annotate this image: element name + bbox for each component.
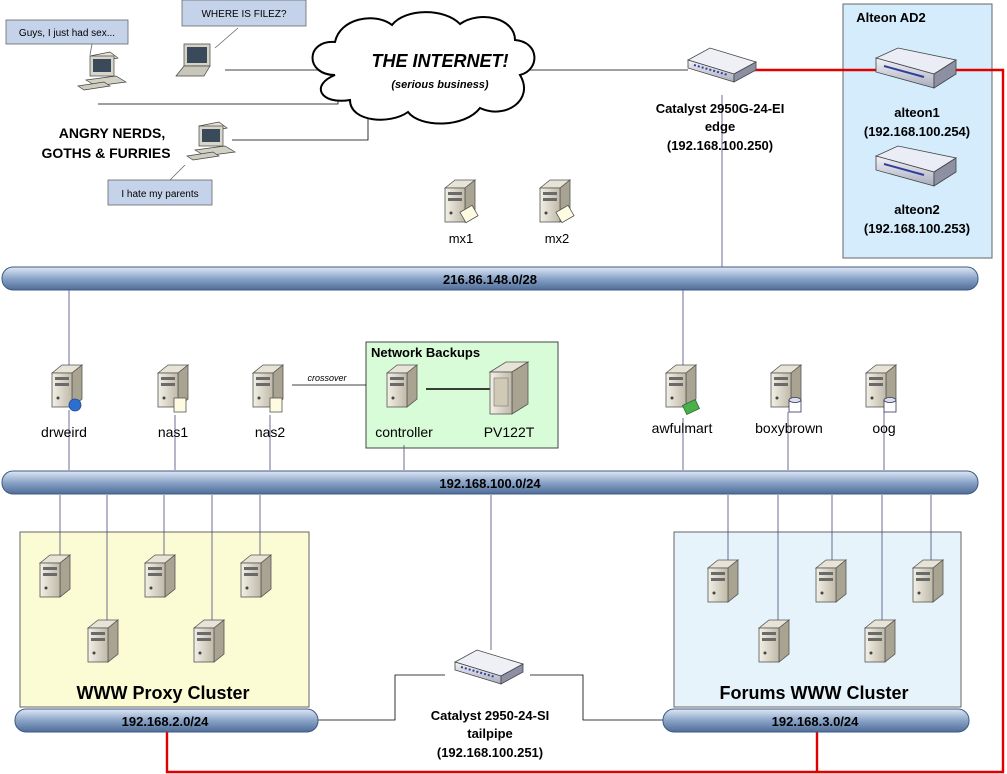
tail-switch-name: Catalyst 2950-24-SI (431, 708, 550, 723)
tail-switch-role: tailpipe (467, 726, 513, 741)
money-icon (682, 398, 700, 416)
proxy-server-icon (240, 554, 272, 598)
controller-server-icon (386, 364, 418, 408)
mx2-label: mx2 (545, 231, 570, 246)
alteon-group-title: Alteon AD2 (856, 10, 926, 25)
bus-public-label: 216.86.148.0/28 (443, 272, 537, 287)
controller-label: controller (375, 424, 433, 440)
svg-text:Guys, I just had sex...: Guys, I just had sex... (19, 28, 115, 39)
awfulmart-label: awfulmart (652, 420, 713, 436)
bus-private: 192.168.100.0/24 (1, 470, 979, 495)
alteon-group-box (842, 3, 993, 259)
speech-bubble-2: WHERE IS FILEZ? (181, 0, 307, 49)
users-caption-2: GOTHS & FURRIES (41, 145, 170, 161)
desktop-icon (77, 51, 127, 91)
tail-links (292, 384, 663, 721)
awfulmart-server-icon (665, 364, 697, 408)
laptop-icon (175, 43, 211, 77)
forums-server-icon (758, 619, 790, 663)
forums-server-icon (815, 559, 847, 603)
nas1-label: nas1 (158, 424, 189, 440)
edge-switch-role: edge (705, 119, 735, 134)
forums-cluster-title: Forums WWW Cluster (720, 683, 909, 703)
mail-icon (459, 204, 479, 224)
share-icon (269, 397, 283, 413)
bus-public: 216.86.148.0/28 (1, 266, 979, 291)
tape-library-icon (488, 361, 530, 415)
alteon1-ip: (192.168.100.254) (864, 124, 970, 139)
database-icon (788, 397, 802, 413)
internet-title: THE INTERNET! (372, 51, 509, 71)
mail-icon (555, 204, 575, 224)
alteon1-name: alteon1 (894, 105, 940, 120)
proxy-server-icon (193, 619, 225, 663)
bus-private-label: 192.168.100.0/24 (439, 476, 541, 491)
boxybrown-label: boxybrown (755, 420, 823, 436)
speech-bubble-3: I hate my parents (107, 164, 213, 206)
crossover-label: crossover (307, 373, 347, 383)
proxy-server-icon (144, 554, 176, 598)
mx1-label: mx1 (449, 231, 474, 246)
edge-switch-icon (687, 47, 757, 83)
proxy-server-icon (39, 554, 71, 598)
oog-label: oog (872, 420, 895, 436)
pv122t-label: PV122T (484, 424, 535, 440)
bus-proxy: 192.168.2.0/24 (14, 708, 319, 733)
internet-cloud: THE INTERNET! (serious business) (311, 11, 536, 125)
speech-bubble-1: Guys, I just had sex... (5, 19, 129, 56)
forums-server-icon (864, 619, 896, 663)
alteon2-name: alteon2 (894, 202, 940, 217)
share-icon (173, 397, 187, 413)
tail-switch-icon (454, 649, 524, 685)
forums-server-icon (707, 559, 739, 603)
svg-text:WHERE IS FILEZ?: WHERE IS FILEZ? (201, 9, 286, 20)
database-icon (883, 397, 897, 413)
bus-forums-label: 192.168.3.0/24 (772, 714, 860, 729)
proxy-server-icon (87, 619, 119, 663)
tail-switch-ip: (192.168.100.251) (437, 745, 543, 760)
proxy-cluster-title: WWW Proxy Cluster (76, 683, 249, 703)
alteon2-ip: (192.168.100.253) (864, 221, 970, 236)
forums-server-icon (912, 559, 944, 603)
drweird-label: drweird (41, 424, 87, 440)
backups-title: Network Backups (371, 345, 480, 360)
nas2-label: nas2 (255, 424, 286, 440)
svg-text:I hate my parents: I hate my parents (121, 189, 198, 200)
desktop-icon (186, 121, 236, 161)
forums-cluster-box (673, 531, 962, 708)
bus-forums: 192.168.3.0/24 (662, 708, 970, 733)
bus-drops (59, 95, 932, 650)
edge-switch-ip: (192.168.100.250) (667, 138, 773, 153)
globe-icon (68, 398, 82, 412)
users-caption-1: ANGRY NERDS, (59, 125, 166, 141)
internet-subtitle: (serious business) (391, 79, 489, 91)
bus-proxy-label: 192.168.2.0/24 (122, 714, 210, 729)
edge-switch-name: Catalyst 2950G-24-EI (656, 101, 785, 116)
